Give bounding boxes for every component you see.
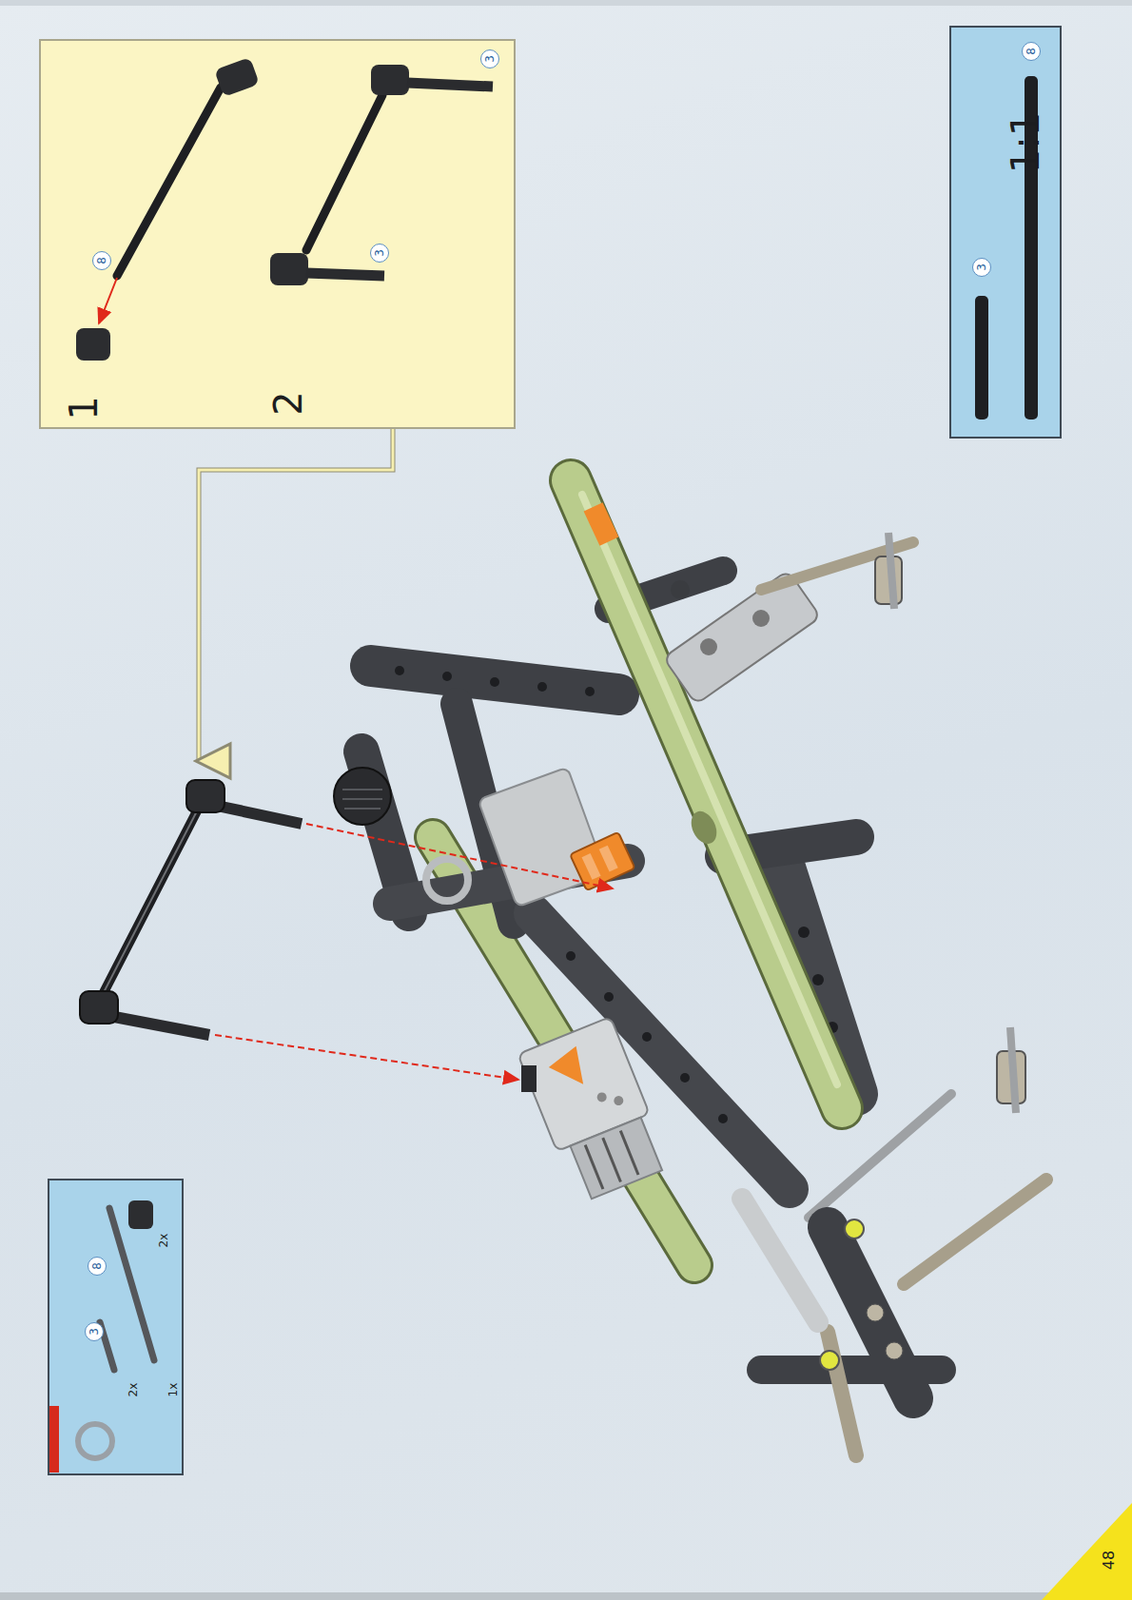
model-illustration — [603, 1137, 622, 1182]
leader-line — [198, 429, 393, 762]
scale-label: 1:1 — [1006, 112, 1045, 174]
step-illustration — [76, 328, 111, 361]
subassembly-illustration — [98, 800, 203, 1002]
step-illustration — [117, 87, 221, 276]
quantity: 1x — [167, 1383, 179, 1398]
model-illustration — [442, 671, 452, 682]
subassembly-illustration — [306, 823, 613, 889]
model-illustration — [342, 798, 383, 801]
model-illustration — [1010, 1027, 1016, 1113]
model-illustration — [885, 1342, 903, 1360]
step-illustration — [214, 57, 260, 98]
model-illustration — [808, 1093, 952, 1218]
ruler-bars — [975, 295, 989, 420]
model-illustration — [812, 974, 824, 986]
model-illustration — [663, 570, 820, 705]
model-illustration — [866, 1304, 884, 1322]
step-illustration — [270, 253, 309, 286]
leader-line — [198, 429, 393, 762]
model-illustration — [585, 1145, 604, 1190]
model-illustration — [642, 1032, 652, 1042]
model-illustration — [569, 1117, 663, 1200]
subassembly-illustration — [79, 780, 613, 1093]
model-illustration — [344, 807, 381, 810]
model-illustration — [670, 580, 690, 600]
callout-number: 3 — [480, 49, 500, 69]
model-illustration — [604, 992, 614, 1002]
model-illustration — [819, 1350, 840, 1370]
step-illustration — [306, 273, 385, 276]
page-corner — [1041, 1502, 1132, 1600]
step-illustration — [370, 64, 410, 96]
step-illustration — [306, 95, 383, 251]
model-illustration — [700, 638, 718, 656]
parts-list-art — [109, 1208, 155, 1361]
model-illustration — [342, 789, 383, 809]
model-illustration — [333, 480, 1047, 1456]
model-illustration — [566, 951, 576, 961]
model-illustration — [680, 1073, 690, 1083]
model-illustration — [333, 767, 391, 825]
parts-list-art — [49, 1405, 59, 1473]
page-edge — [0, 0, 1132, 6]
step-illustration — [98, 277, 118, 324]
step-illustration — [76, 57, 493, 361]
model-illustration — [426, 858, 469, 901]
quantity: 2x — [127, 1383, 139, 1398]
model-illustration — [585, 686, 595, 697]
model-illustration — [752, 609, 770, 627]
model-illustration — [582, 853, 602, 880]
callout-number: 3 — [972, 257, 992, 277]
model-illustration — [903, 1179, 1047, 1285]
parts-list-art — [78, 1424, 113, 1459]
model-illustration — [798, 926, 810, 938]
substep-panel — [39, 39, 516, 430]
model-illustration — [595, 1091, 608, 1104]
step-illustration — [407, 82, 493, 87]
page-edge — [0, 1592, 1132, 1600]
subassembly-illustration — [79, 991, 118, 1024]
model-illustration — [517, 1016, 671, 1205]
model-illustration — [537, 682, 547, 692]
parts-list-art — [49, 1200, 155, 1473]
model-illustration — [686, 807, 723, 849]
model-illustration — [718, 1113, 728, 1124]
model-illustration — [569, 832, 636, 892]
callout-number: 8 — [1021, 41, 1041, 61]
parts-list-art — [128, 1200, 154, 1230]
subassembly-illustration — [214, 1034, 519, 1080]
model-illustration — [620, 1131, 639, 1175]
callout-number: 3 — [370, 243, 390, 263]
model-illustration — [888, 532, 895, 609]
model-illustration — [569, 832, 636, 892]
model-illustration — [599, 845, 619, 873]
subassembly-illustration — [109, 1015, 210, 1035]
model-illustration — [741, 1198, 819, 1323]
model-illustration — [394, 665, 405, 676]
model-illustration — [545, 1046, 590, 1094]
model-illustration — [342, 788, 383, 791]
step-number: 1 — [64, 395, 103, 420]
quantity: 2x — [157, 1233, 170, 1249]
subassembly-illustration — [521, 1065, 537, 1093]
model-illustration — [844, 1219, 864, 1239]
callout-number: 8 — [92, 251, 112, 271]
subassembly-illustration — [216, 805, 302, 824]
parts-list-panel — [47, 1178, 184, 1476]
model-illustration — [612, 1094, 625, 1108]
step-number: 2 — [269, 390, 308, 415]
leader-line — [198, 429, 393, 762]
callout-number: 3 — [84, 1322, 104, 1342]
subassembly-illustration — [97, 796, 205, 1006]
ruler-panel — [949, 25, 1062, 439]
model-illustration — [761, 1355, 942, 1385]
page-number: 48 — [1101, 1550, 1117, 1570]
model-illustration — [489, 677, 500, 687]
callout-number: 8 — [87, 1256, 107, 1276]
model-illustration — [370, 665, 619, 695]
subassembly-illustration — [186, 780, 225, 813]
model-illustration — [584, 502, 620, 547]
